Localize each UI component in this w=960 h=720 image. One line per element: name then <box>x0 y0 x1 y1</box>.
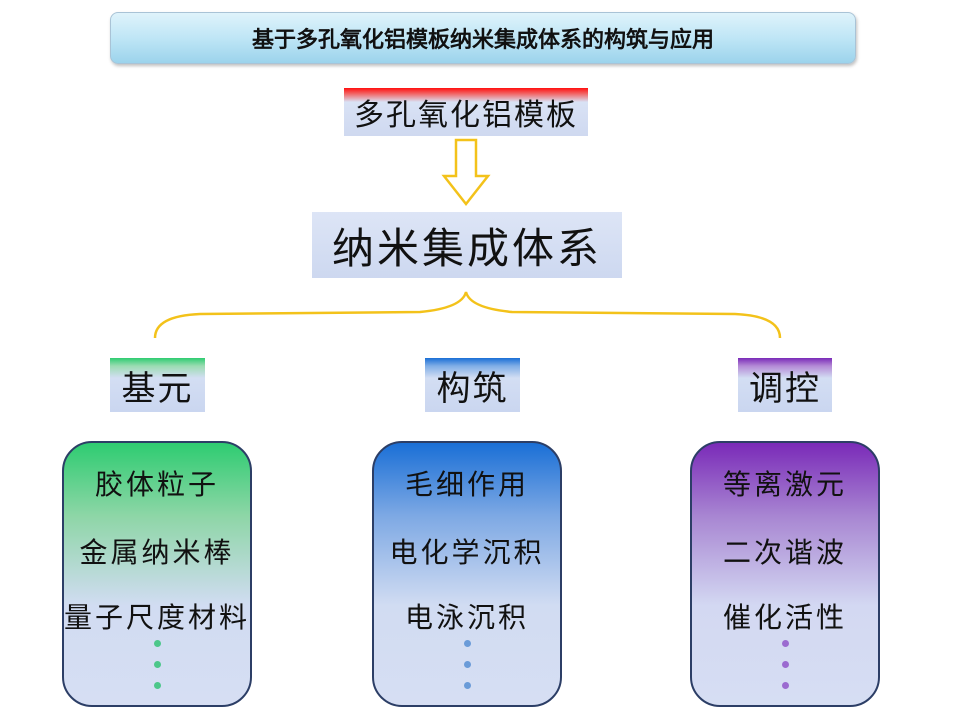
ellipsis-dot <box>154 682 161 689</box>
list-item: 毛细作用 <box>404 468 529 501</box>
list-item: 等离激元 <box>722 468 847 501</box>
nano-system-box: 纳米集成体系 <box>312 212 622 278</box>
regulation-card: 等离激元 二次谐波 催化活性 <box>690 441 880 707</box>
template-label: 多孔氧化铝模板 <box>354 98 578 133</box>
ellipsis-dot <box>464 682 471 689</box>
brace-connector <box>153 291 782 339</box>
list-item: 金属纳米棒 <box>79 536 235 569</box>
list-item: 催化活性 <box>722 601 847 634</box>
list-item: 电化学沉积 <box>389 536 545 569</box>
ellipsis-dot <box>464 640 471 647</box>
assembly-card: 毛细作用 电化学沉积 电泳沉积 <box>372 441 562 707</box>
category-label-building-blocks: 基元 <box>110 358 205 412</box>
title-banner: 基于多孔氧化铝模板纳米集成体系的构筑与应用 <box>110 12 856 64</box>
title-text: 基于多孔氧化铝模板纳米集成体系的构筑与应用 <box>251 28 714 53</box>
building-blocks-card: 胶体粒子 金属纳米棒 量子尺度材料 <box>62 441 252 707</box>
list-item: 电泳沉积 <box>404 601 529 634</box>
ellipsis-dot <box>464 661 471 668</box>
category-label-text: 基元 <box>121 368 194 409</box>
ellipsis-dot <box>154 640 161 647</box>
nano-system-label: 纳米集成体系 <box>331 223 602 273</box>
list-item: 量子尺度材料 <box>64 601 251 634</box>
category-label-regulation: 调控 <box>738 358 832 412</box>
ellipsis-dot <box>782 682 789 689</box>
list-item: 胶体粒子 <box>94 468 219 501</box>
template-box: 多孔氧化铝模板 <box>344 88 588 136</box>
list-item: 二次谐波 <box>722 536 847 569</box>
ellipsis-dot <box>782 640 789 647</box>
down-arrow <box>441 138 491 207</box>
ellipsis-dot <box>782 661 789 668</box>
category-label-assembly: 构筑 <box>425 358 520 412</box>
ellipsis-dot <box>154 661 161 668</box>
category-label-text: 调控 <box>749 368 821 409</box>
category-label-text: 构筑 <box>436 368 509 409</box>
